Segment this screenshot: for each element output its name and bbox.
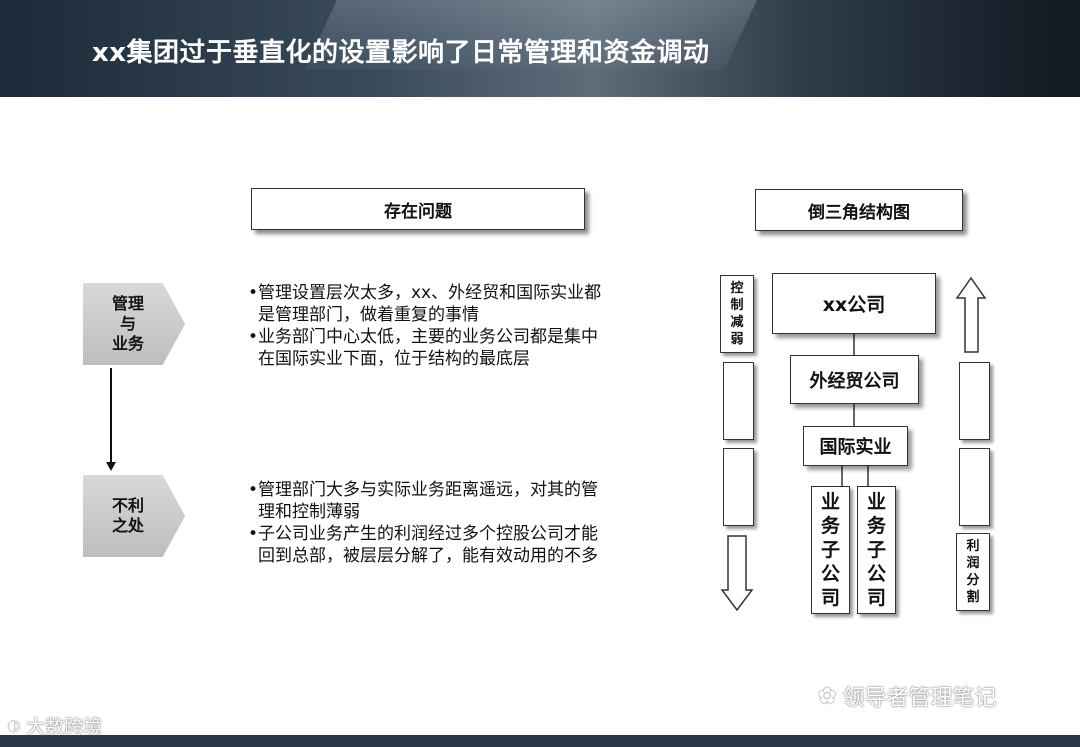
node-international-industry: 国际实业 bbox=[803, 426, 908, 466]
left-bar-segment-1 bbox=[723, 362, 754, 440]
wechat-icon: ✿ bbox=[818, 684, 836, 709]
down-arrow-icon bbox=[722, 536, 752, 610]
section-chevron-disadvantages: 不利 之处 bbox=[83, 475, 185, 557]
node-subsidiary-2: 业 务 子 公 司 bbox=[857, 486, 896, 614]
node-foreign-trade-company: 外经贸公司 bbox=[790, 355, 919, 404]
structure-header-label: 倒三角结构图 bbox=[808, 198, 910, 223]
right-bar-segment-1 bbox=[959, 362, 990, 440]
flow-arrow-down-icon bbox=[106, 462, 116, 471]
bullet-list-disadvantages: •管理部门大多与实际业务距离遥远，对其的管理和控制薄弱 •子公司业务产生的利润经… bbox=[248, 479, 603, 567]
node-xx-company: xx公司 bbox=[772, 273, 936, 334]
problems-header-label: 存在问题 bbox=[384, 197, 452, 222]
label-profit-split: 利 润 分 割 bbox=[956, 533, 990, 611]
node-subsidiary-1: 业 务 子 公 司 bbox=[811, 486, 850, 614]
left-bar-segment-2 bbox=[723, 448, 754, 526]
brand-logo-icon: ◐ bbox=[8, 718, 20, 734]
list-item: •子公司业务产生的利润经过多个控股公司才能回到总部，被层层分解了，能有效动用的不… bbox=[248, 523, 603, 567]
list-item: •业务部门中心太低，主要的业务公司都是集中在国际实业下面，位于结构的最底层 bbox=[248, 326, 603, 370]
section-label-disadvantages: 不利 之处 bbox=[83, 475, 173, 557]
watermark-right: ✿ 领导者管理笔记 bbox=[818, 680, 996, 712]
structure-header: 倒三角结构图 bbox=[755, 189, 963, 231]
section-chevron-management: 管理 与 业务 bbox=[83, 283, 185, 365]
list-item: •管理部门大多与实际业务距离遥远，对其的管理和控制薄弱 bbox=[248, 479, 603, 523]
bullet-list-management: •管理设置层次太多，xx、外经贸和国际实业都是管理部门，做着重复的事情 •业务部… bbox=[248, 282, 603, 370]
footer-bar bbox=[0, 735, 1080, 747]
list-item: •管理设置层次太多，xx、外经贸和国际实业都是管理部门，做着重复的事情 bbox=[248, 282, 603, 326]
up-arrow-icon bbox=[957, 278, 985, 352]
label-control-weakening: 控 制 减 弱 bbox=[720, 275, 754, 353]
right-bar-segment-2 bbox=[959, 448, 990, 526]
page-title: xx集团过于垂直化的设置影响了日常管理和资金调动 bbox=[92, 32, 710, 69]
section-label-management: 管理 与 业务 bbox=[83, 283, 173, 365]
flow-line bbox=[110, 368, 112, 468]
problems-header: 存在问题 bbox=[251, 188, 585, 230]
